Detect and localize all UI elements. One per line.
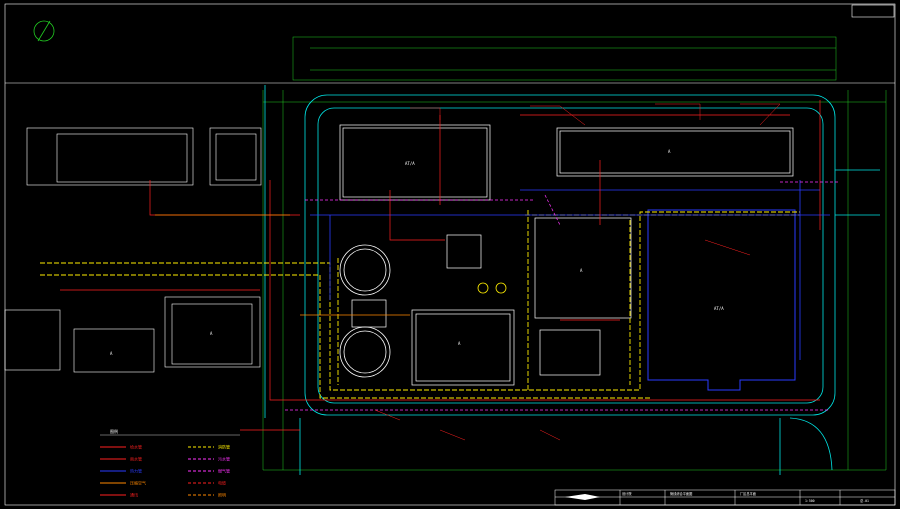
legend-label: 压缩空气	[130, 480, 146, 486]
storage-tanks	[339, 244, 391, 378]
small-tanks	[477, 282, 507, 294]
legend-label: 给水管	[130, 444, 142, 450]
title-scale: 1:500	[805, 499, 815, 503]
left-plant-label: A	[210, 331, 213, 336]
top-dimension-lines	[292, 36, 837, 81]
drawing-frame	[4, 3, 896, 506]
left-small-label: A	[110, 351, 113, 356]
mid-block-label: A	[580, 268, 583, 273]
title-sheet: 总-01	[860, 498, 869, 503]
legend-label: 热力管	[130, 468, 142, 474]
title-company: 设计院	[622, 491, 632, 496]
left-site-buildings	[4, 127, 262, 373]
lower-block-label: A	[458, 341, 461, 346]
legend-label: 电缆	[218, 480, 226, 486]
magenta-pipes	[285, 181, 840, 411]
title-drawing-name: 管线综合平面图	[670, 491, 692, 496]
north-arrow-icon	[33, 20, 55, 42]
legend-label: 燃气管	[218, 468, 230, 474]
top-left-building-label: AT/A	[405, 161, 415, 166]
legend-label: 照明	[218, 493, 226, 498]
orange-pipes	[155, 214, 410, 316]
legend-label: 污水管	[218, 456, 230, 462]
site-grid-lines	[262, 90, 887, 471]
annotation-leaders	[374, 103, 781, 441]
roads	[264, 85, 880, 475]
yellow-pipes	[40, 210, 800, 399]
main-shed	[647, 209, 796, 391]
title-project: 厂区总平面	[740, 491, 756, 496]
title-block	[554, 489, 896, 506]
main-shed-label: AT/A	[714, 306, 724, 311]
legend-title: 图例	[110, 428, 118, 434]
legend-label: 通讯	[130, 492, 138, 498]
blue-pipes	[310, 180, 830, 360]
top-right-building-label: A	[668, 149, 671, 154]
legend-label: 消防管	[218, 444, 230, 450]
company-logo-icon	[565, 494, 600, 500]
legend-label: 雨水管	[130, 456, 142, 462]
